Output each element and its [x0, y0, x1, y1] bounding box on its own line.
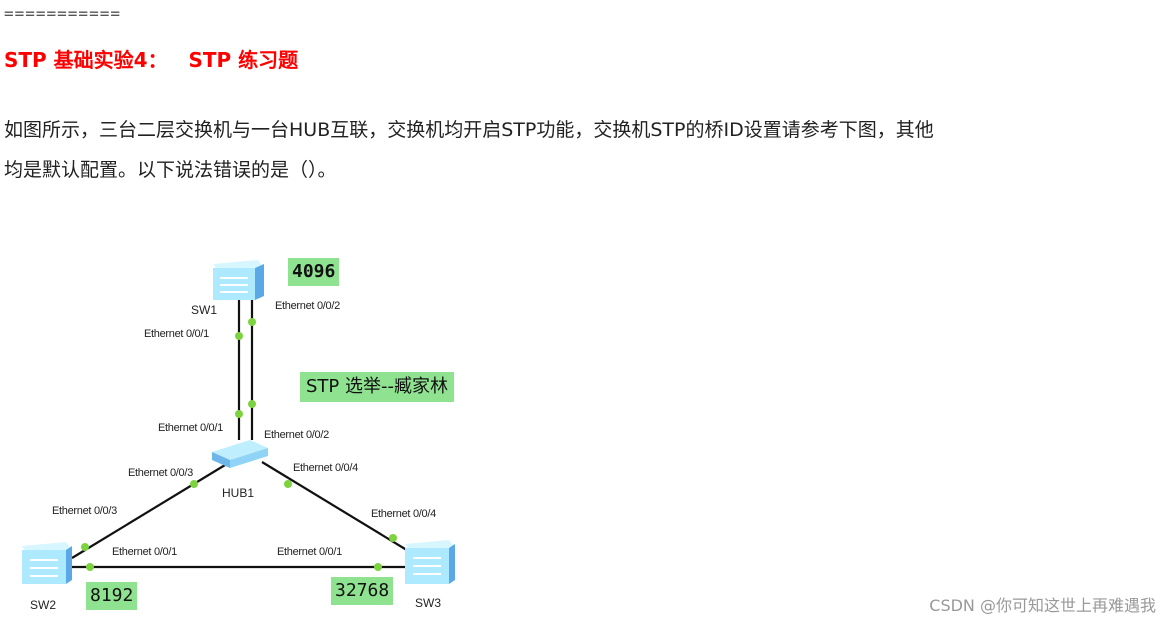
- hub-port-e1: Ethernet 0/0/1: [158, 422, 223, 434]
- hub-port-e3: Ethernet 0/0/3: [128, 467, 193, 479]
- hub-label: HUB1: [222, 486, 255, 500]
- hub-icon: [212, 440, 268, 468]
- watermark: CSDN @你可知这世上再难遇我: [929, 596, 1156, 615]
- sw3-port-e4: Ethernet 0/0/4: [371, 508, 436, 520]
- sw3-priority: 32768: [331, 577, 394, 605]
- sw3-label: SW3: [415, 596, 442, 610]
- sw1-port-e2: Ethernet 0/0/2: [275, 300, 340, 312]
- sw2-priority: 8192: [86, 582, 138, 610]
- sw1-port-e1: Ethernet 0/0/1: [144, 328, 209, 340]
- sw1-label: SW1: [191, 303, 218, 317]
- sw2-label: SW2: [30, 598, 57, 612]
- switch-sw3-icon: [405, 540, 455, 584]
- question-line-2: 均是默认配置。以下说法错误的是（）。: [4, 159, 337, 181]
- switch-sw2-icon: [22, 542, 72, 584]
- question-text: 如图所示，三台二层交换机与一台HUB互联，交换机均开启STP功能，交换机STP的…: [4, 110, 1168, 190]
- topology-links: [22, 260, 455, 584]
- question-line-1: 如图所示，三台二层交换机与一台HUB互联，交换机均开启STP功能，交换机STP的…: [4, 119, 934, 141]
- hub-port-e2: Ethernet 0/0/2: [264, 429, 329, 441]
- topology-diagram: SW1 4096 Ethernet 0/0/2 Ethernet 0/0/1 S…: [0, 240, 560, 623]
- hub-port-e4: Ethernet 0/0/4: [293, 462, 358, 474]
- sw2-port-e3: Ethernet 0/0/3: [52, 505, 117, 517]
- diagram-banner: STP 选举--臧家林: [300, 372, 454, 402]
- sw1-priority: 4096: [288, 258, 340, 286]
- switch-sw1-icon: [213, 260, 264, 300]
- sw3-port-e1: Ethernet 0/0/1: [277, 546, 342, 558]
- sw2-port-e1: Ethernet 0/0/1: [112, 546, 177, 558]
- section-heading: STP 基础实验4： STP 练习题: [4, 48, 299, 72]
- separator-line: ===========: [4, 4, 121, 23]
